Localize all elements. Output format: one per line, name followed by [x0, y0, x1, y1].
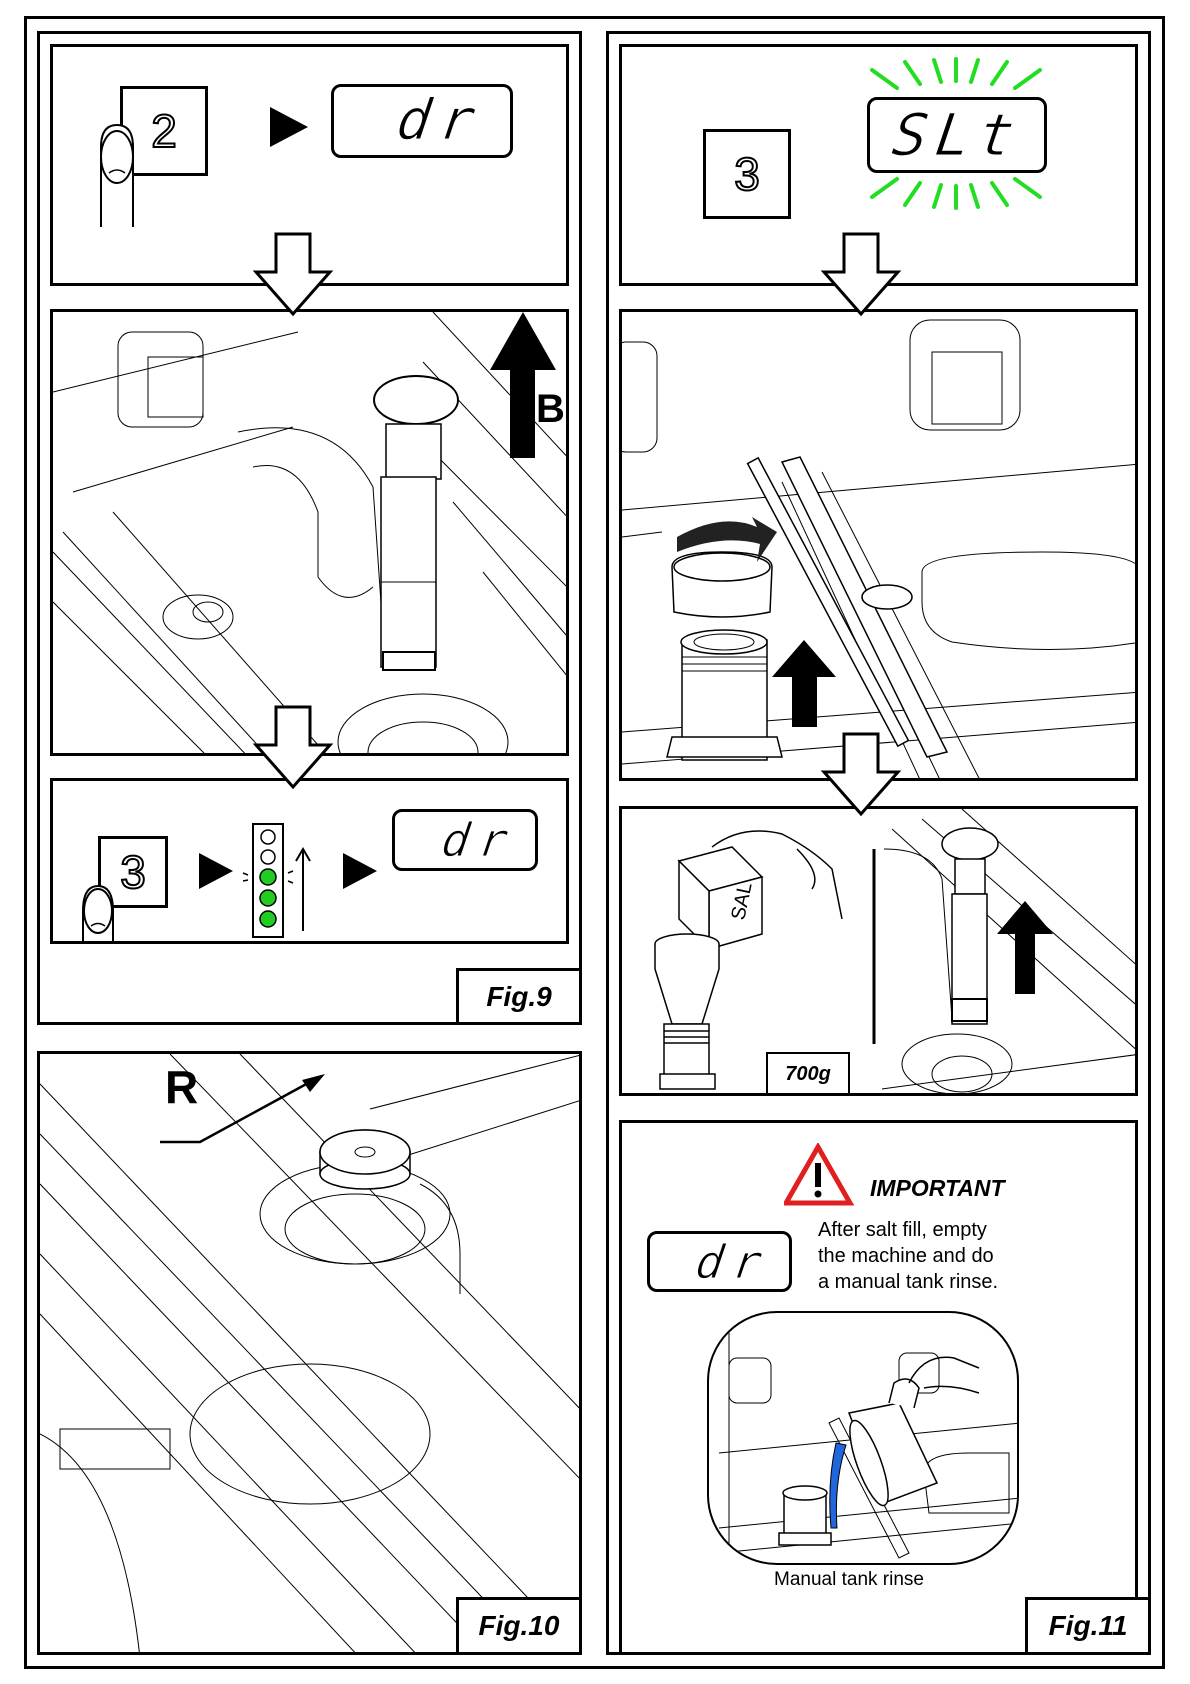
led-3 — [260, 869, 276, 885]
salt-cap-icon — [672, 552, 772, 617]
salt-level-indicator — [238, 781, 328, 944]
fig9-step2-panel: B — [50, 309, 569, 756]
image-caption: Manual tank rinse — [774, 1569, 924, 1591]
display-slt: SLt — [867, 97, 1047, 173]
led-4 — [260, 890, 276, 906]
label-r: R — [165, 1060, 198, 1114]
drain-plug-icon — [374, 376, 458, 670]
arrow-right-icon — [343, 853, 377, 889]
finger-icon — [53, 781, 173, 944]
display-text: SLt — [889, 106, 1026, 164]
salt-reservoir-icon — [667, 630, 782, 760]
fig9-caption: Fig.9 — [456, 968, 582, 1025]
arrow-right-icon — [270, 107, 308, 147]
fig11-important-panel: IMPORTANT dr After salt fill, empty the … — [619, 1120, 1138, 1655]
down-arrow-icon — [248, 705, 338, 795]
fig10-frame: R — [37, 1051, 582, 1655]
rinse-drawing — [709, 1313, 1019, 1565]
fig10-caption: Fig.10 — [456, 1597, 582, 1655]
fig11-step3-panel: SAL 700g — [619, 806, 1138, 1096]
label-b: B — [536, 387, 565, 432]
dosing-valve-drawing — [40, 1054, 582, 1655]
instruction-line: a manual tank rinse. — [818, 1269, 1038, 1295]
caption-text: Fig.11 — [1049, 1610, 1128, 1642]
amount-text: 700g — [785, 1063, 831, 1086]
fig9-step3-panel: 3 dr — [50, 778, 569, 944]
down-arrow-icon — [816, 732, 906, 822]
display-dr: dr — [392, 809, 538, 871]
salt-box-icon — [679, 831, 842, 949]
display-text: dr — [692, 1239, 774, 1285]
display-text: dr — [438, 817, 520, 863]
caption-text: Fig.10 — [479, 1610, 560, 1642]
amount-label: 700g — [766, 1052, 850, 1096]
caption-text: Fig.9 — [486, 981, 551, 1013]
spray-arm-icon — [748, 457, 947, 757]
display-dr: dr — [331, 84, 513, 158]
instruction-text: After salt fill, empty the machine and d… — [818, 1217, 1038, 1295]
fig11-caption: Fig.11 — [1025, 1597, 1151, 1655]
led-1 — [261, 830, 275, 844]
arrow-up-icon — [490, 312, 556, 458]
down-arrow-icon — [816, 232, 906, 322]
arrow-right-icon — [199, 853, 233, 889]
funnel-icon — [655, 934, 719, 1089]
arrow-up-icon — [997, 901, 1053, 994]
manual-rinse-image — [707, 1311, 1019, 1565]
warning-icon — [784, 1143, 874, 1213]
led-2 — [261, 850, 275, 864]
arrow-up-thin-icon — [296, 849, 310, 931]
down-arrow-icon — [248, 232, 338, 322]
instruction-line: the machine and do — [818, 1243, 1038, 1269]
salt-pour-drawing: SAL — [622, 809, 1138, 1096]
salt-cap-drawing — [622, 312, 1138, 781]
led-5 — [260, 911, 276, 927]
salt-cap-icon — [779, 1486, 831, 1545]
display-dr: dr — [647, 1231, 792, 1292]
knurled-knob-icon — [320, 1130, 410, 1189]
important-title: IMPORTANT — [870, 1175, 1005, 1202]
jug-icon — [842, 1357, 979, 1509]
fig11-step2-panel — [619, 309, 1138, 781]
instruction-line: After salt fill, empty — [818, 1217, 1038, 1243]
tank-drawing — [53, 312, 569, 756]
arrow-up-icon — [772, 640, 836, 727]
display-text: dr — [393, 93, 488, 149]
finger-icon — [53, 47, 203, 247]
